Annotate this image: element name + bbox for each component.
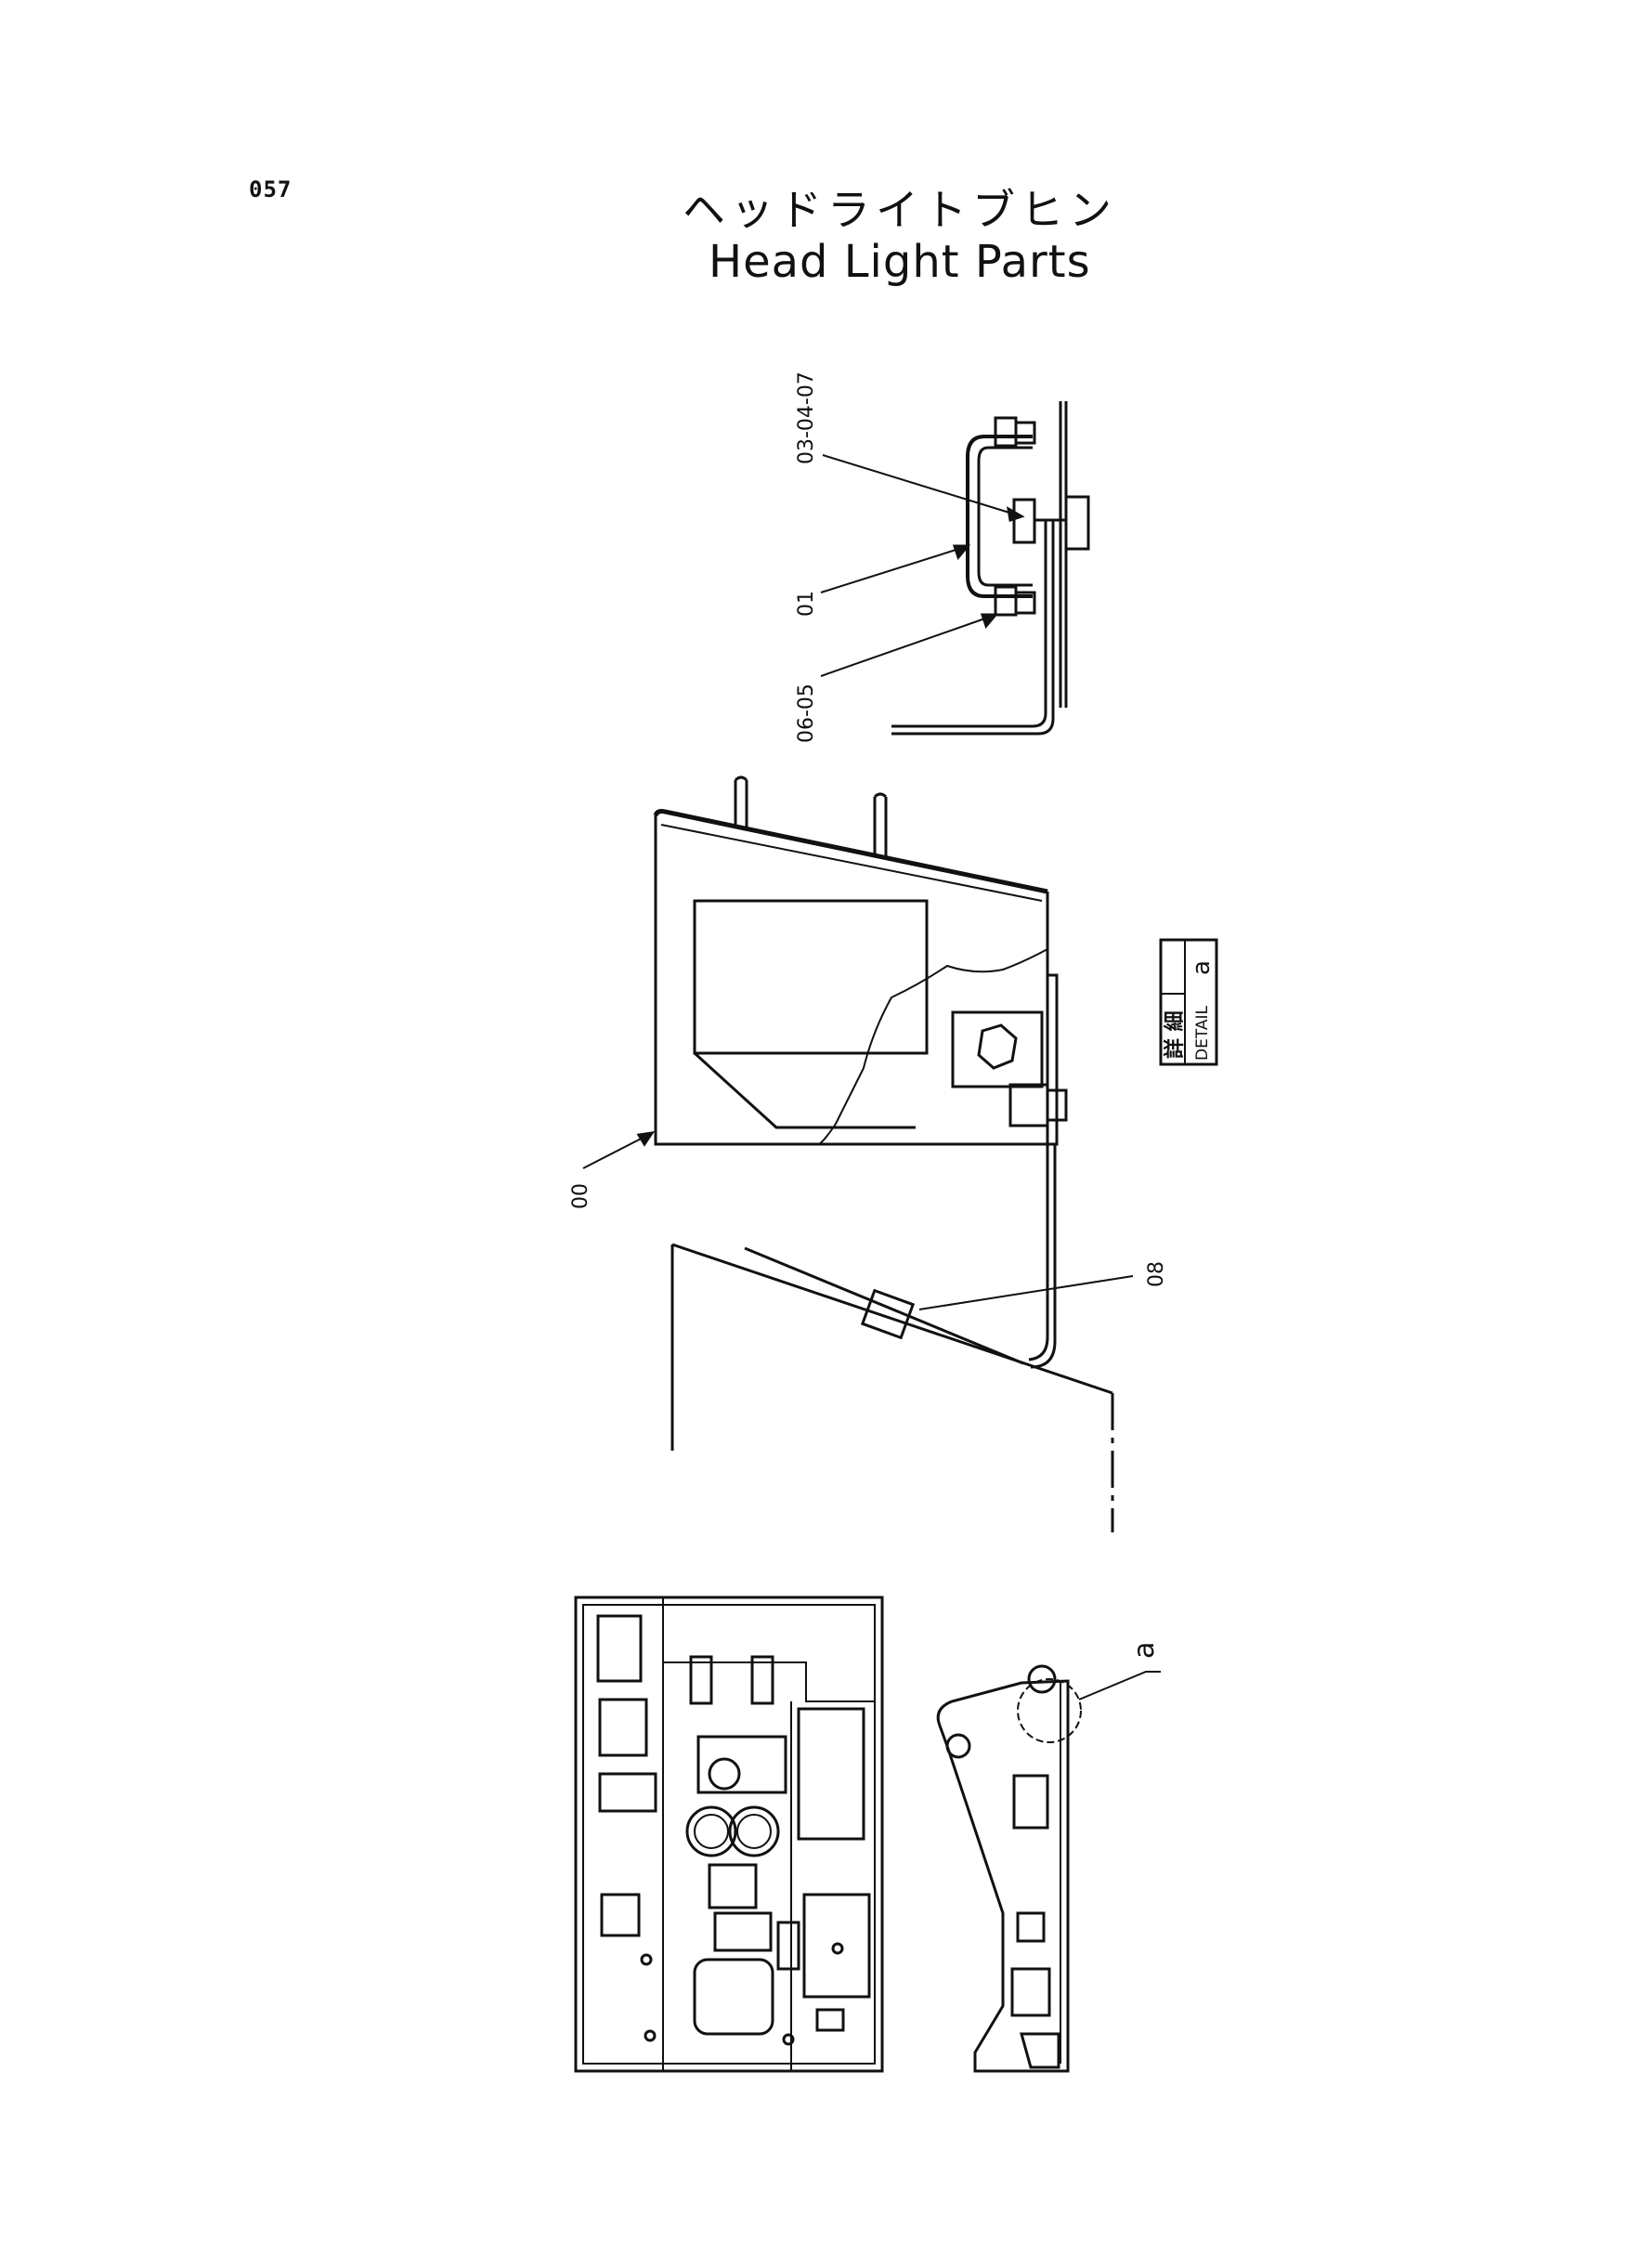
side-detail <box>1016 1911 1046 1943</box>
leader-line <box>918 1275 1134 1310</box>
frame-opening <box>693 1958 774 2036</box>
frame-compartment <box>797 1707 865 1841</box>
detail-bracket-bend <box>891 520 1055 736</box>
side-detail <box>1012 1774 1049 1830</box>
frame-detail <box>600 1893 641 1937</box>
frame-detail <box>596 1614 643 1683</box>
frame-bolt <box>831 1942 844 1955</box>
bracket-leg <box>1030 1144 1057 1369</box>
swing-bearing-hole <box>728 1805 780 1857</box>
frame-bracket <box>708 1863 758 1909</box>
detail-box-ref: a <box>1188 960 1216 975</box>
leader-line <box>820 614 996 677</box>
detail-box-en: DETAIL <box>1193 1005 1212 1061</box>
hex-bolt-head <box>977 1023 1018 1070</box>
detail-box-jp: 詳 細 <box>1163 1010 1187 1059</box>
arrow-head <box>1007 506 1025 522</box>
lamp-mount-bracket <box>951 1010 1044 1088</box>
frame-bolt <box>640 1953 653 1966</box>
leader-line <box>822 454 1022 517</box>
detail-bracket-bend <box>891 520 1047 728</box>
callout-01: 01 <box>795 591 818 617</box>
frame-crossmember <box>696 1735 787 1794</box>
swing-bearing-inner <box>736 1814 772 1849</box>
lamp-lens-rim <box>653 809 1048 894</box>
page-title-jp: ヘッドライトブヒン <box>683 185 1117 235</box>
frame-outline <box>574 1596 884 2073</box>
side-nut <box>1008 1083 1049 1127</box>
side-detail <box>1010 1967 1051 2017</box>
lamp-lens-inner <box>660 824 1043 902</box>
frame-side-view <box>936 1664 1161 2073</box>
swing-bearing-hole <box>685 1805 737 1857</box>
mount-surface <box>671 1243 1113 1395</box>
detail-a-leader <box>1078 1671 1161 1700</box>
side-detail <box>1020 2032 1060 2069</box>
grommet <box>860 1288 916 1340</box>
lamp-housing <box>654 815 1049 1146</box>
mount-bolt-nut <box>1064 495 1090 551</box>
frame-bolt <box>644 2029 657 2042</box>
washer-top <box>1014 421 1036 445</box>
frame-pivot <box>945 1733 971 1759</box>
bracket-leg <box>1028 1144 1049 1362</box>
boom-foot-pin <box>1027 1664 1057 1694</box>
washer-bottom <box>1014 591 1036 615</box>
lamp-stud-tip <box>873 792 888 799</box>
detail-a-drawing <box>820 401 1090 736</box>
callout-06-05: 06-05 <box>795 684 818 743</box>
frame-plate <box>713 1911 773 1952</box>
hex-nut-bottom <box>994 585 1018 617</box>
arrow-head <box>952 544 971 561</box>
mount-surface-upper <box>744 1246 1024 1365</box>
frame-compartment <box>802 1893 871 1999</box>
boom-pin-lug <box>689 1655 713 1705</box>
frame-boom-mount <box>663 1661 875 1702</box>
lamp-reflector <box>693 899 929 1055</box>
swing-bearing-inner <box>694 1814 729 1849</box>
u-bolt <box>966 435 1033 598</box>
callout-00: 00 <box>569 1183 592 1209</box>
frame-detail <box>598 1698 648 1757</box>
arrow-head <box>636 1131 656 1147</box>
frame-hole <box>708 1757 741 1791</box>
mount-plate <box>1046 973 1059 1146</box>
leader-line <box>820 545 969 593</box>
frame-detail <box>815 2008 845 2032</box>
frame-detail <box>598 1772 657 1813</box>
frame-detail <box>776 1921 800 1971</box>
main-callouts: 00 08 <box>569 1183 1168 1287</box>
page-title-en: Head Light Parts <box>709 236 1091 288</box>
boom-pin-lug <box>750 1655 774 1705</box>
frame-top-view <box>574 1596 884 2073</box>
lamp-stud-tip <box>734 775 748 782</box>
mount-bolt-head <box>1012 498 1036 544</box>
u-bolt-inner <box>977 446 1033 587</box>
side-frame-outline <box>936 1679 1070 2073</box>
detail-a-callouts: 03-04-07 01 06-05 <box>795 371 818 743</box>
callout-03-04-07: 03-04-07 <box>795 371 818 464</box>
hex-nut-top <box>994 416 1018 448</box>
page-number: 057 <box>249 176 293 202</box>
break-line <box>818 948 1048 1145</box>
callout-08: 08 <box>1145 1261 1168 1287</box>
lamp-reflector-base <box>693 1051 916 1129</box>
arrow-head <box>980 613 999 630</box>
frame-inner <box>582 1604 876 2065</box>
frame-bolt <box>782 2033 795 2046</box>
detail-box: 詳 細 DETAIL a <box>1159 938 1218 1066</box>
headlight-assembly <box>582 775 1134 1532</box>
detail-a-marker <box>1017 1678 1082 1743</box>
detail-box-frame <box>1159 938 1218 1066</box>
detail-a-label: a <box>1128 1642 1161 1659</box>
